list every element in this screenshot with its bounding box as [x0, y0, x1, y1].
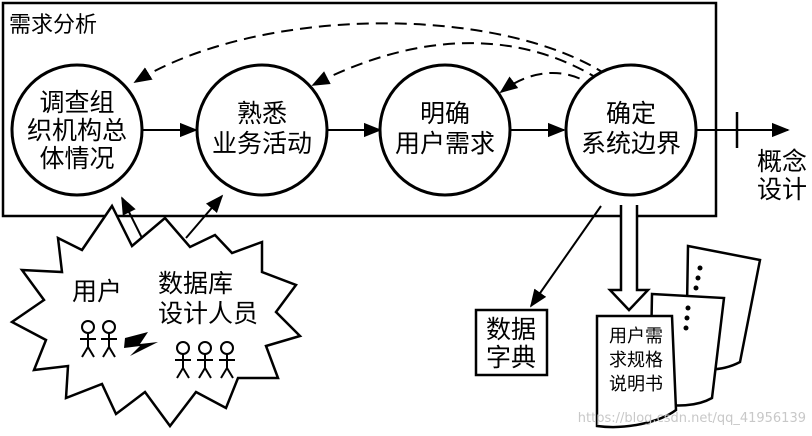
spec-line-3: 说明书 [609, 374, 663, 395]
node-clarify: 明确 用户需求 [378, 63, 512, 197]
cloud-arrow-to-familiar [185, 194, 224, 239]
node-boundary: 确定 系统边界 [564, 63, 698, 197]
cloud-arrow-to-survey [121, 196, 143, 239]
node-survey-line-3: 体情况 [39, 144, 114, 173]
spec-doc-front [595, 314, 678, 429]
frame-title: 需求分析 [9, 13, 97, 38]
watermark: https://blog.csdn.net/qq_41956139 [578, 411, 806, 426]
data-dictionary-box [474, 308, 549, 377]
feedback-arrow-to-survey [133, 22, 608, 83]
output-line-1: 概念 [757, 147, 807, 176]
spec-line-2: 求规格 [609, 350, 663, 371]
node-familiar-line-2: 业务活动 [212, 129, 312, 158]
feedback-arrow-to-familiar [311, 42, 601, 86]
ellipsis-icon [683, 265, 703, 331]
node-familiar-line-1: 熟悉 [237, 99, 287, 128]
designer-figures [175, 341, 235, 379]
lightning-icon [124, 332, 158, 356]
node-clarify-line-1: 明确 [420, 99, 470, 128]
output-line-2: 设计 [757, 175, 807, 204]
node-boundary-line-2: 系统边界 [581, 129, 681, 158]
analysis-frame [1, 1, 718, 218]
cloud-user-label: 用户 [72, 277, 122, 306]
dictionary-line-1: 数据 [486, 315, 536, 344]
dictionary-line-2: 字典 [486, 343, 536, 372]
user-figures [80, 320, 117, 358]
node-clarify-line-2: 用户需求 [395, 129, 495, 158]
arrow-to-dictionary [529, 205, 602, 308]
node-boundary-line-1: 确定 [606, 99, 656, 128]
arrow-to-spec [607, 205, 651, 312]
spec-documents [595, 244, 762, 429]
node-survey: 调查组 织机构总 体情况 [10, 63, 144, 197]
node-survey-line-2: 织机构总 [27, 116, 127, 145]
node-familiar: 熟悉 业务活动 [195, 63, 329, 197]
cloud-dba-line-1: 数据库 [158, 269, 233, 298]
spec-line-1: 用户需 [609, 326, 663, 347]
node-survey-line-1: 调查组 [39, 88, 114, 117]
cloud-dba-line-2: 设计人员 [158, 299, 258, 328]
